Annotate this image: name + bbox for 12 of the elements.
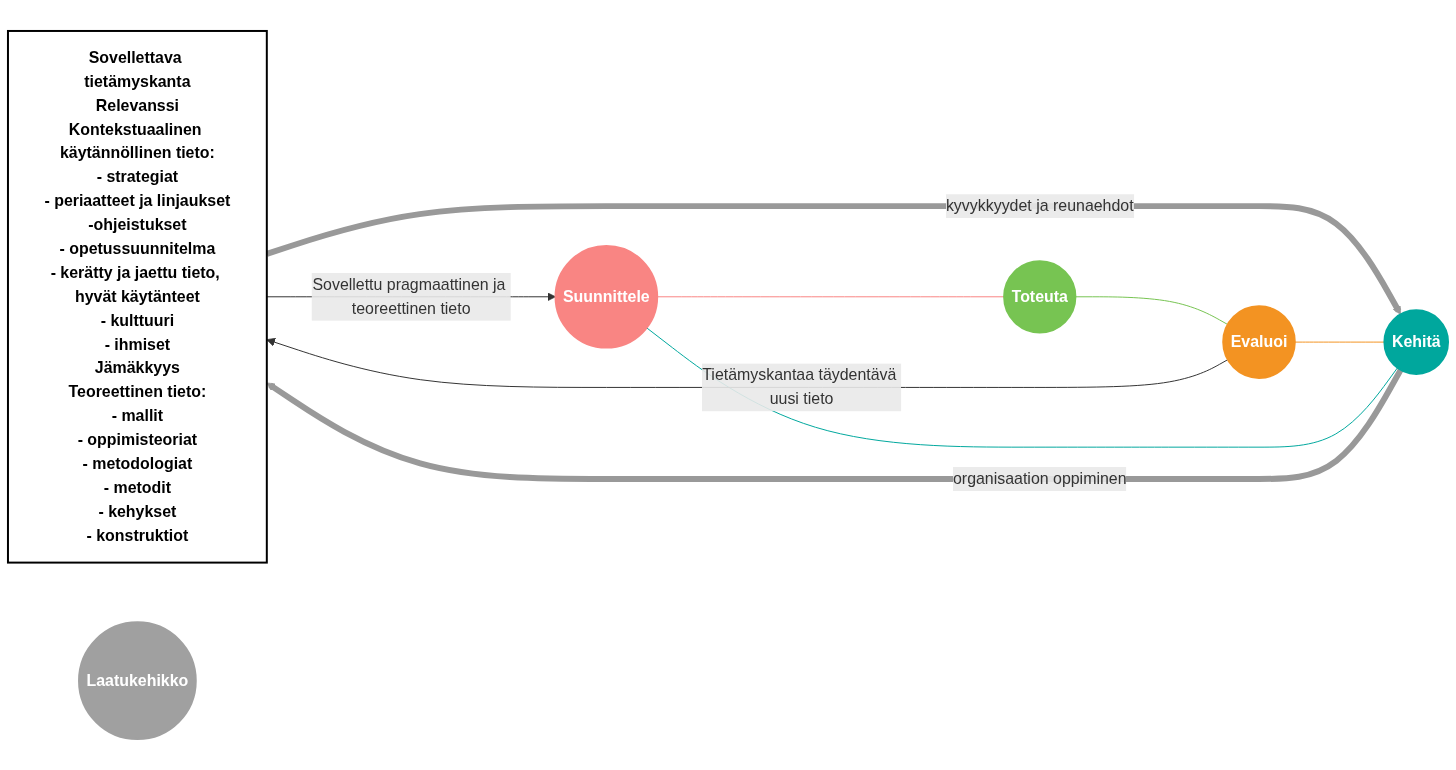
node-box: Sovellettava tietämyskanta Relevanssi Kontekstuaalinen käytännöllinen tieto: - strategiat - periaatteet ja linjaukset -ohjeistukset - opetussuunnitelma - kerätty ja jaettu tieto, hyvät käytänteet - kulttuuri - ihmiset Jämäkkyys Teoreettinen tieto: - mallit - oppimisteoriat - metodologiat - metodit - kehykset - konstruktiot bbox=[6, 29, 268, 564]
node-circle: Laatukehikko bbox=[78, 621, 197, 741]
edge-label: Sovellettu pragmaattinen ja teoreettinen tieto bbox=[312, 275, 506, 317]
node-circle: Kehitä bbox=[1383, 309, 1450, 375]
node-circle: Suunnittele bbox=[554, 244, 659, 349]
edge-label: organisaation oppiminen bbox=[952, 470, 1127, 487]
connector bbox=[1294, 341, 1385, 343]
edge-label: kyvykkyydet ja reunaehdot bbox=[945, 197, 1134, 215]
node-circle: Evaluoi bbox=[1222, 305, 1296, 379]
edge-label: Tietämyskantaa täydentävä uusi tieto bbox=[702, 366, 897, 408]
connector bbox=[646, 327, 1398, 448]
node-circle: Toteuta bbox=[1003, 260, 1077, 334]
